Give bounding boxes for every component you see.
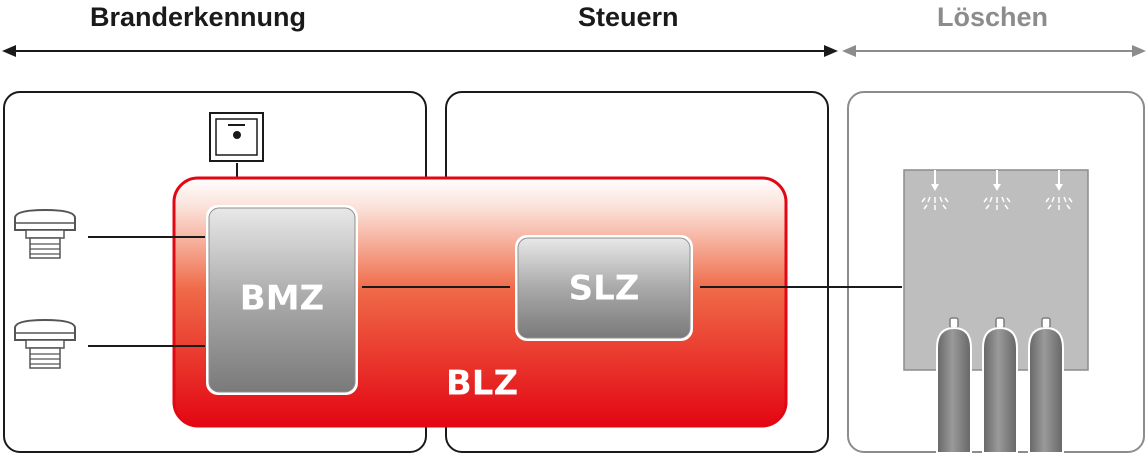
- slz-label: SLZ: [569, 269, 640, 309]
- sprinkler-head-icon: [921, 170, 949, 210]
- heading-extinguish: Löschen: [937, 2, 1049, 32]
- sprinkler-head-icon: [1045, 170, 1073, 210]
- arrow-extinguish: [842, 45, 1146, 57]
- sprinkler-head-icon: [983, 170, 1011, 210]
- heading-detection: Branderkennung: [90, 2, 307, 32]
- gas-cylinder-icon: [1028, 317, 1064, 453]
- arrow-detection-control: [2, 45, 838, 57]
- gas-cylinder-icon: [982, 317, 1018, 453]
- smoke-detector-icon: [14, 208, 76, 259]
- gas-cylinder-icon: [936, 317, 972, 453]
- bmz-label: BMZ: [240, 279, 324, 319]
- blz-label: BLZ: [446, 364, 518, 404]
- smoke-detector-icon: [14, 318, 76, 369]
- connections: [88, 236, 902, 347]
- slz-box: [515, 235, 693, 341]
- bmz-box: [206, 205, 358, 395]
- heading-control: Steuern: [578, 2, 679, 32]
- manual-call-point-icon: [209, 112, 264, 186]
